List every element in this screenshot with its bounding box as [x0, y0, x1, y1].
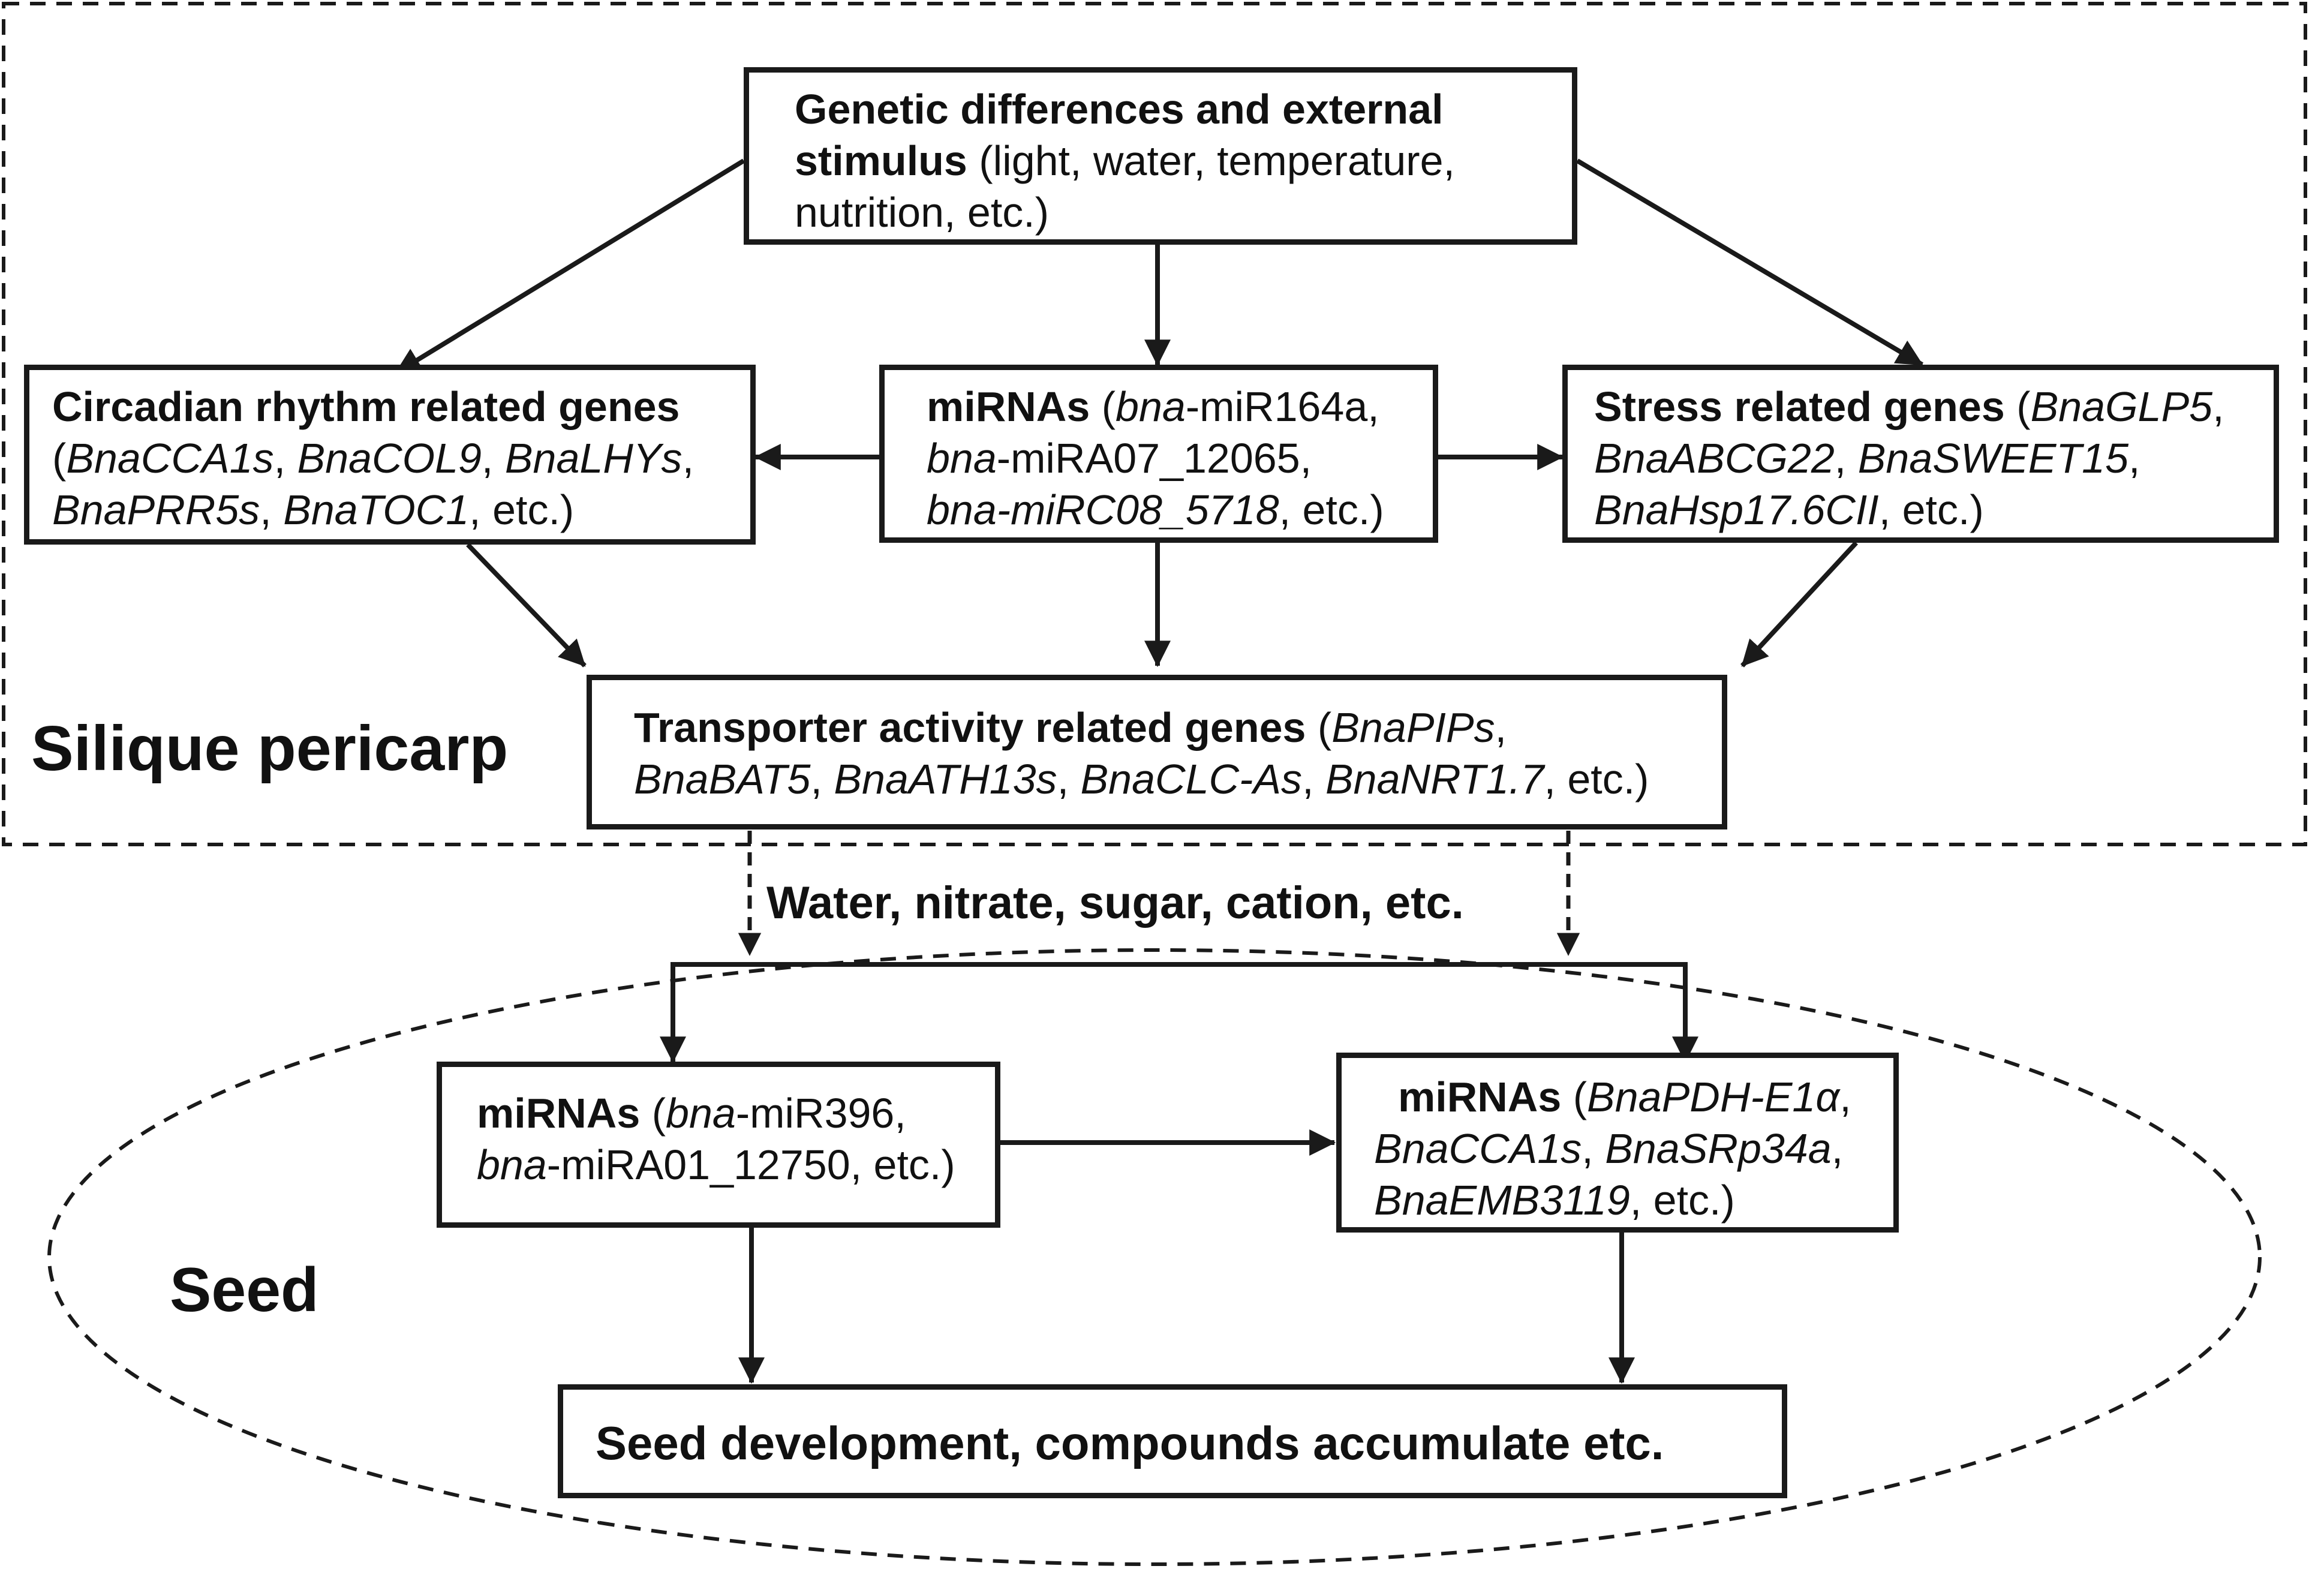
gene-name: BnaCLC-As [1080, 756, 1303, 803]
gene-name: BnaCCA1s [66, 435, 274, 482]
circadian-genes-box: Circadian rhythm related genes (BnaCCA1s… [24, 365, 756, 545]
text-fragment: ( [52, 435, 67, 482]
text-fragment: , etc.) [1878, 486, 1984, 534]
circadian-title: Circadian rhythm related genes [52, 383, 680, 430]
gene-name: BnaCOL9 [297, 435, 482, 482]
gene-name: BnaNRT1.7 [1325, 756, 1544, 803]
arrow-circadian-to-transporter [466, 543, 587, 668]
arrow-stimulus-to-circadian [394, 158, 745, 375]
gene-name: BnaABCG22 [1594, 435, 1835, 482]
text-fragment: ( [640, 1090, 666, 1137]
stimulus-box: Genetic differences and external stimulu… [744, 67, 1577, 245]
gene-name: bna-miRC08_5718 [927, 486, 1279, 534]
gene-name: BnaGLP5 [2030, 383, 2213, 430]
text-fragment: -miR164a, [1185, 383, 1379, 430]
text-fragment: , [260, 486, 284, 534]
gene-name: BnaPDH-E1α [1587, 1074, 1840, 1120]
flow-label: Water, nitrate, sugar, cation, etc. [766, 877, 1464, 928]
text-fragment: ( [2004, 383, 2031, 430]
gene-name: BnaATH13s [834, 756, 1057, 803]
text-fragment: , etc.) [1629, 1177, 1735, 1224]
text-fragment: , etc.) [1279, 486, 1384, 534]
gene-name: bna [927, 435, 997, 482]
pericarp-region-label: Silique pericarp [31, 713, 509, 784]
text-fragment: , [1302, 756, 1325, 803]
gene-name: bna [477, 1141, 547, 1189]
seed-mirna-box: miRNAs (bna-miR396, bna-miRA01_12750, et… [437, 1062, 1000, 1228]
text-fragment: , [2128, 435, 2140, 482]
seed-targets-box: miRNAs (BnaPDH-E1α, BnaCCA1s, BnaSRp34a,… [1336, 1053, 1899, 1233]
seed-region-label: Seed [170, 1255, 319, 1325]
text-fragment: -miR396, [735, 1090, 906, 1137]
gene-name: BnaHsp17.6CII [1594, 486, 1879, 534]
transporter-title: Transporter activity related genes [634, 704, 1306, 751]
transporter-genes-box: Transporter activity related genes (BnaP… [587, 675, 1727, 829]
gene-name: BnaSRp34a [1605, 1125, 1832, 1173]
pericarp-mirna-box: miRNAs (bna-miR164a, bna-miRA07_12065, b… [879, 365, 1438, 543]
stimulus-title-line2: stimulus [795, 137, 967, 185]
text-fragment: , [2212, 383, 2224, 430]
text-fragment: , [1831, 1125, 1844, 1173]
distribution-line [671, 962, 1698, 1063]
arrow-stress-to-transporter [1740, 541, 1858, 668]
gene-name: BnaPRR5s [52, 486, 260, 534]
text-fragment: , [1839, 1074, 1851, 1120]
text-fragment: , [810, 756, 834, 803]
text-fragment: , [1057, 756, 1081, 803]
stimulus-text-line3: nutrition, etc.) [795, 189, 1050, 236]
stress-genes-box: Stress related genes (BnaGLP5, BnaABCG22… [1562, 365, 2279, 543]
text-fragment: ( [1090, 383, 1116, 430]
seed-targets-title: miRNAs [1398, 1074, 1562, 1120]
stimulus-title-line1: Genetic differences and external [795, 86, 1444, 133]
text-fragment: ( [1306, 704, 1332, 751]
gene-name: bna [666, 1090, 736, 1137]
seed-mirna-title: miRNAs [477, 1090, 641, 1137]
gene-name: BnaLHYs [504, 435, 683, 482]
text-fragment: , [481, 435, 505, 482]
arrow-stimulus-to-stress [1576, 158, 1924, 367]
pericarp-region-border [2, 2, 2307, 846]
text-fragment: , [273, 435, 297, 482]
pericarp-mirna-title: miRNAs [927, 383, 1090, 430]
text-fragment: , [1495, 704, 1507, 751]
seed-region-border [47, 948, 2262, 1566]
text-fragment: , etc.) [1544, 756, 1649, 803]
stimulus-text-line2: (light, water, temperature, [967, 137, 1455, 185]
gene-name: BnaCCA1s [1374, 1125, 1582, 1173]
seed-development-box: Seed development, compounds accumulate e… [558, 1384, 1787, 1498]
text-fragment: , etc.) [469, 486, 575, 534]
gene-name: BnaSWEET15 [1857, 435, 2129, 482]
text-fragment: , [1582, 1125, 1606, 1173]
text-fragment: -miRA07_12065, [996, 435, 1312, 482]
gene-name: BnaEMB3119 [1374, 1177, 1630, 1224]
gene-name: bna [1116, 383, 1186, 430]
stress-title: Stress related genes [1594, 383, 2005, 430]
gene-name: BnaTOC1 [283, 486, 470, 534]
gene-name: BnaPIPs [1331, 704, 1495, 751]
seed-development-text: Seed development, compounds accumulate e… [596, 1417, 1664, 1469]
text-fragment: , [682, 435, 694, 482]
text-fragment: ( [1561, 1074, 1588, 1120]
gene-name: BnaBAT5 [634, 756, 811, 803]
text-fragment: -miRA01_12750, etc.) [546, 1141, 955, 1189]
text-fragment: , [1834, 435, 1858, 482]
